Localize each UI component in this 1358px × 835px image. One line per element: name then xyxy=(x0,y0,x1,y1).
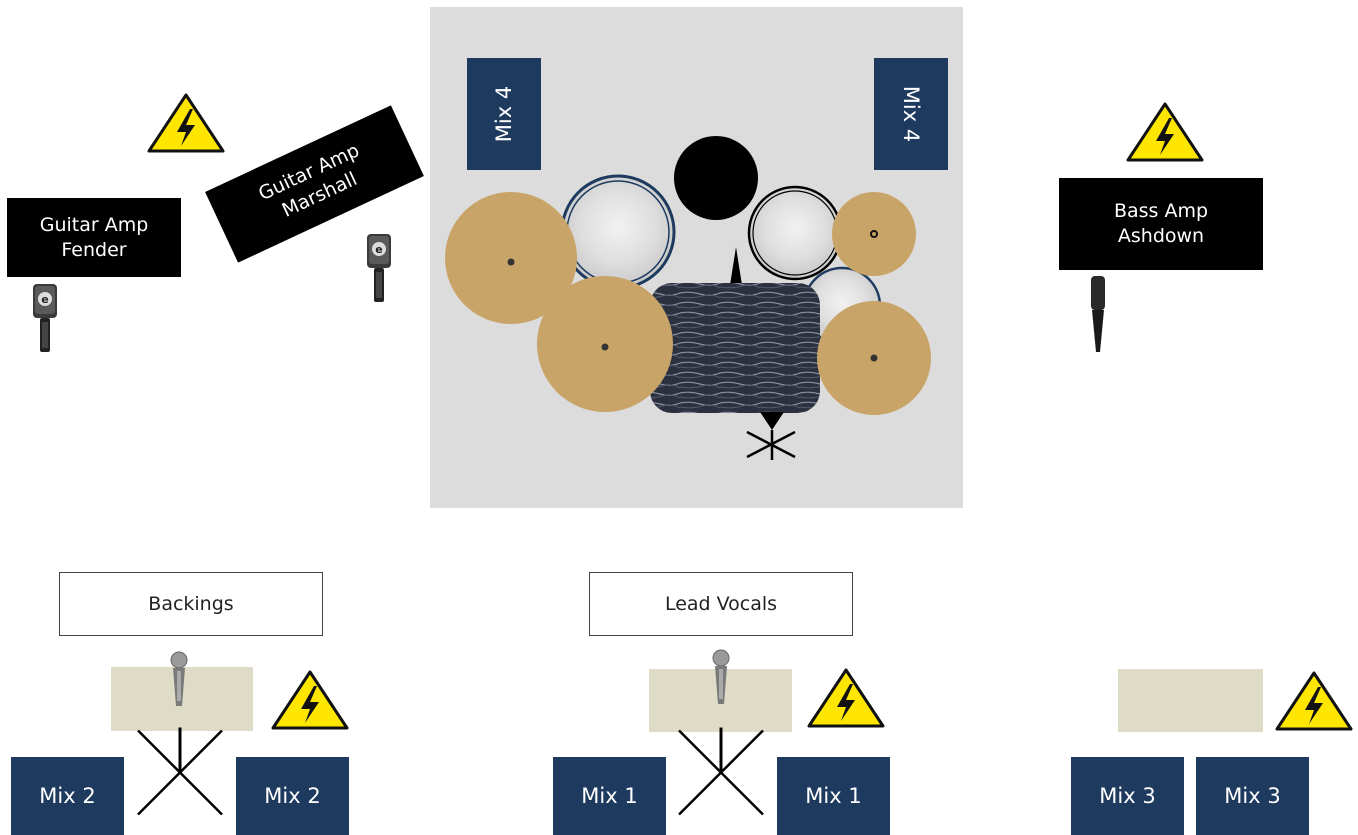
backings-monitor-right[interactable]: Mix 2 xyxy=(236,757,349,835)
mic-stand-icon xyxy=(676,710,766,835)
power-warning-icon xyxy=(1125,101,1205,163)
bass-amp-ashdown[interactable]: Bass Amp Ashdown xyxy=(1059,178,1263,270)
instrument-mic-icon xyxy=(32,282,58,354)
power-warning-icon xyxy=(1274,670,1354,732)
power-warning-icon xyxy=(270,669,350,731)
cymbal-crash-left xyxy=(445,192,577,324)
bass-drum xyxy=(674,136,758,220)
drum-stool xyxy=(650,283,820,413)
lead-monitor-left[interactable]: Mix 1 xyxy=(553,757,666,835)
lead-vocals-label: Lead Vocals xyxy=(589,572,853,636)
drum-monitor-left[interactable]: Mix 4 xyxy=(467,58,541,170)
right-monitor-right[interactable]: Mix 3 xyxy=(1196,757,1309,835)
vocal-mic-icon xyxy=(711,640,731,714)
rack-tom-left xyxy=(560,174,676,290)
mic-stand-icon xyxy=(135,710,225,835)
right-riser xyxy=(1118,669,1263,732)
instrument-mic-icon xyxy=(366,232,392,304)
power-warning-icon xyxy=(806,667,886,729)
lead-monitor-right[interactable]: Mix 1 xyxy=(777,757,890,835)
guitar-amp-fender[interactable]: Guitar Amp Fender xyxy=(7,198,181,277)
right-monitor-left[interactable]: Mix 3 xyxy=(1071,757,1184,835)
backings-monitor-left[interactable]: Mix 2 xyxy=(11,757,124,835)
vocal-mic-icon xyxy=(169,642,189,716)
drum-monitor-right[interactable]: Mix 4 xyxy=(874,58,948,170)
bass-mic-icon xyxy=(1091,276,1105,352)
rack-tom-right xyxy=(747,185,843,281)
power-warning-icon xyxy=(146,92,226,154)
backings-label: Backings xyxy=(59,572,323,636)
